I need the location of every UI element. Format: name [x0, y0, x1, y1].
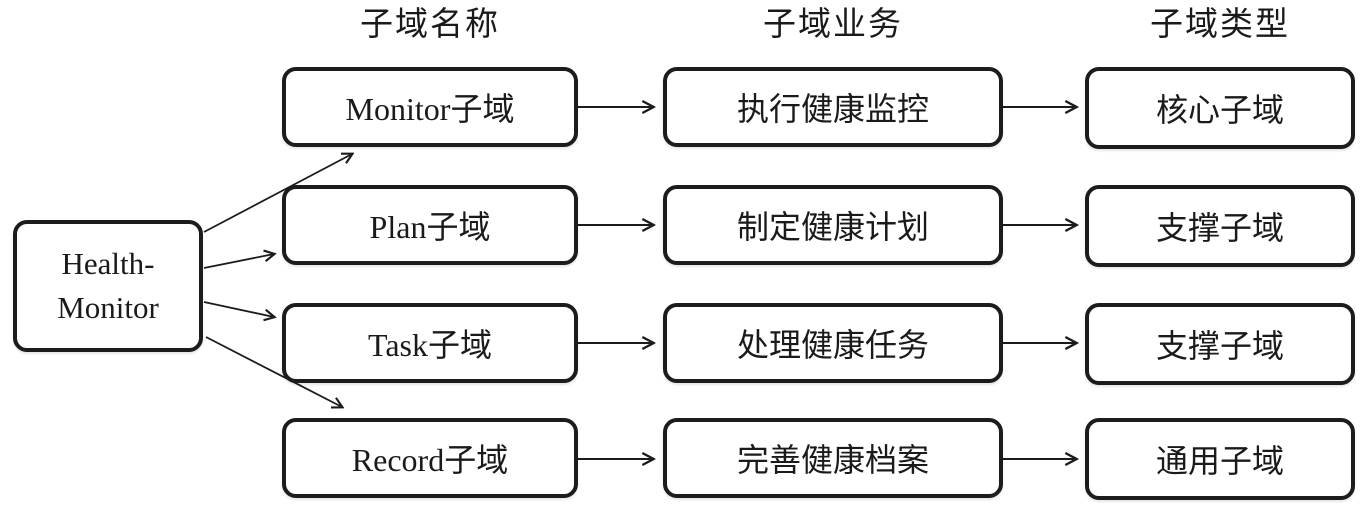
arrow-root-to-record: [205, 336, 342, 407]
subdomain-business-box-monitor: 执行健康监控: [663, 67, 1003, 147]
subdomain-type-box-task: 支撑子域: [1085, 303, 1355, 385]
root-label-line1: Health-: [61, 245, 155, 281]
root-label-line2: Monitor: [57, 290, 159, 325]
name-to-business-arrows: [578, 107, 653, 459]
subdomain-name-box-record: Record子域: [282, 418, 578, 498]
root-to-subdomain-arrows: [203, 154, 352, 407]
subdomain-business-box-plan: 制定健康计划: [663, 185, 1003, 265]
subdomain-name-box-monitor: Monitor子域: [282, 67, 578, 147]
health-monitor-root-box: Health- Monitor: [13, 220, 203, 352]
arrow-root-to-task: [203, 301, 274, 317]
subdomain-business-box-record: 完善健康档案: [663, 418, 1003, 498]
arrow-root-to-monitor: [203, 154, 352, 233]
column-header-subdomain-name: 子域名称: [360, 7, 500, 43]
subdomain-type-box-record: 通用子域: [1085, 418, 1355, 500]
business-to-type-arrows: [1003, 107, 1076, 459]
subdomain-type-box-plan: 支撑子域: [1085, 185, 1355, 267]
column-header-subdomain-type: 子域类型: [1150, 7, 1290, 43]
subdomain-name-box-plan: Plan子域: [282, 185, 578, 265]
subdomain-business-box-task: 处理健康任务: [663, 303, 1003, 383]
column-header-subdomain-business: 子域业务: [763, 7, 903, 43]
subdomain-type-box-monitor: 核心子域: [1085, 67, 1355, 149]
subdomain-name-box-task: Task子域: [282, 303, 578, 383]
arrow-root-to-plan: [203, 254, 274, 269]
